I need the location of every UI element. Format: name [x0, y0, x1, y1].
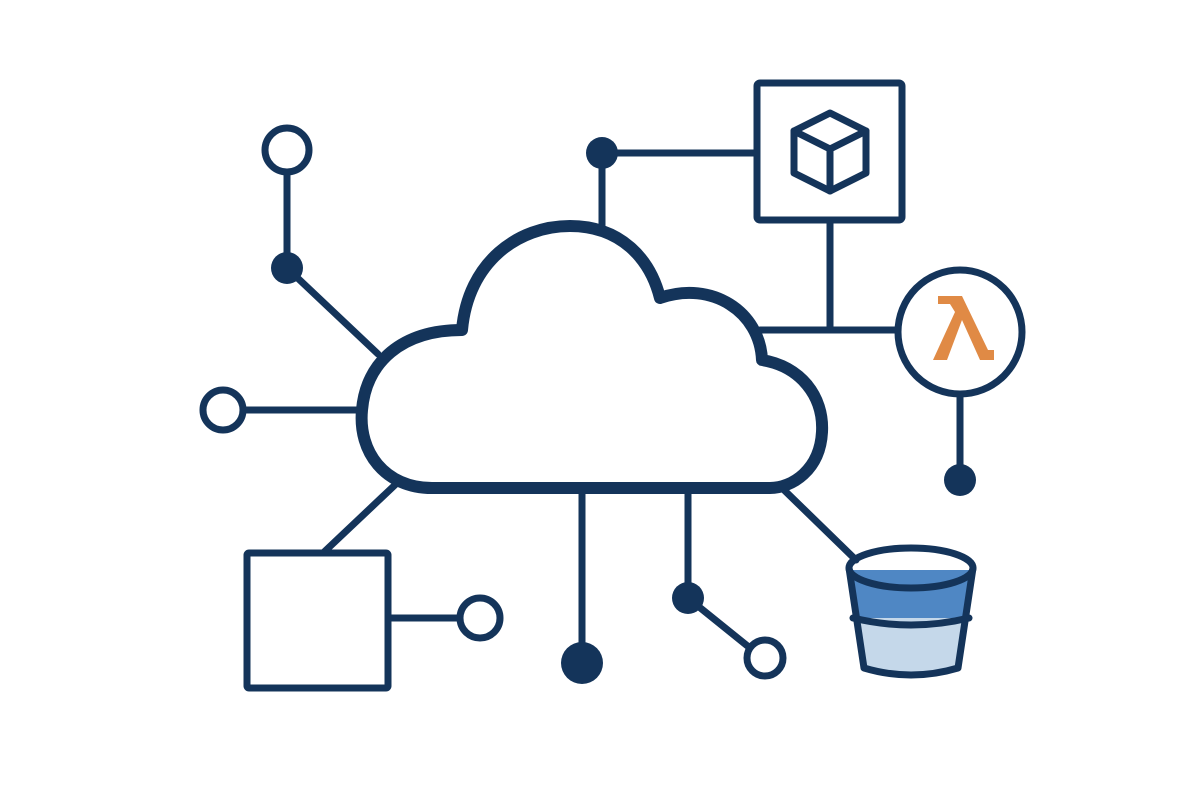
- cube-icon: [790, 109, 870, 195]
- lambda-icon: [933, 296, 994, 360]
- compute-box: [753, 79, 906, 224]
- storage-box-icon: [243, 549, 392, 692]
- endpoint-open-node: [743, 636, 787, 680]
- endpoint-open-node: [261, 124, 313, 176]
- endpoint-filled-node: [561, 642, 603, 684]
- endpoint-filled-node: [672, 582, 704, 614]
- endpoint-open-node: [199, 386, 247, 434]
- connector-line: [283, 264, 382, 358]
- endpoint-filled-node: [586, 137, 618, 169]
- endpoint-filled-node: [944, 464, 976, 496]
- connector-line: [778, 484, 860, 564]
- endpoint-filled-node: [271, 252, 303, 284]
- endpoint-open-node: [456, 594, 504, 642]
- bucket-icon: [845, 544, 977, 679]
- connector-line: [319, 480, 400, 557]
- cloud-icon: [355, 220, 829, 494]
- function-node: [894, 266, 1026, 398]
